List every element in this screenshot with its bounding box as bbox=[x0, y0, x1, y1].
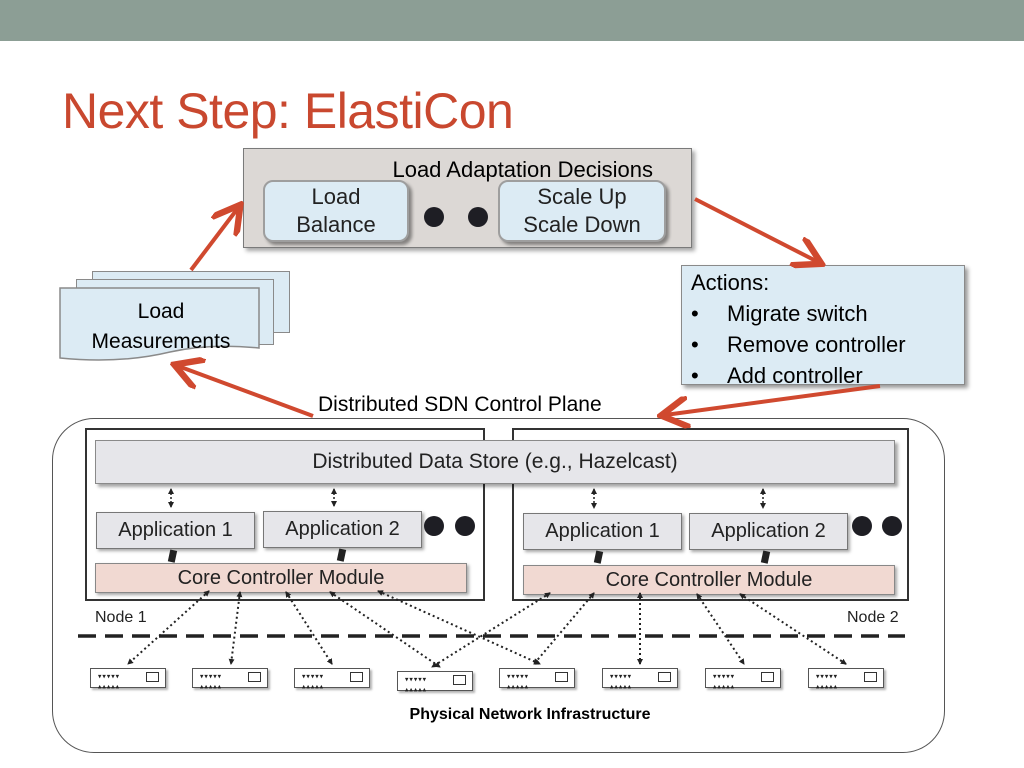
network-switch: ▾▾▾▾▾▴▴▴▴▴ bbox=[397, 671, 473, 695]
controller-switch-link bbox=[739, 593, 847, 665]
ellipsis-dot bbox=[468, 207, 488, 227]
switch-envelope-icon bbox=[350, 672, 363, 682]
switch-ports-icon: ▾▾▾▾▾▴▴▴▴▴ bbox=[404, 675, 427, 695]
controller-switch-link bbox=[377, 590, 541, 665]
switch-ports-icon: ▾▾▾▾▾▴▴▴▴▴ bbox=[712, 672, 735, 692]
controller-switch-link bbox=[228, 591, 243, 665]
switch-envelope-icon bbox=[248, 672, 261, 682]
app-core-connector bbox=[336, 548, 347, 562]
actions-header: Actions: bbox=[691, 270, 770, 295]
node2-core-controller-module: Core Controller Module bbox=[523, 565, 895, 595]
network-switch: ▾▾▾▾▾▴▴▴▴▴ bbox=[192, 668, 268, 692]
controller-switch-link bbox=[329, 591, 441, 668]
bullet: • bbox=[691, 363, 699, 388]
switch-envelope-icon bbox=[146, 672, 159, 682]
ellipsis-dot bbox=[424, 516, 444, 536]
controller-switch-link bbox=[696, 593, 745, 665]
measurements-line2: Measurements bbox=[91, 330, 231, 353]
action-item: • Remove controller bbox=[691, 329, 964, 360]
network-switch: ▾▾▾▾▾▴▴▴▴▴ bbox=[294, 668, 370, 692]
switch-envelope-icon bbox=[864, 672, 877, 682]
switch-envelope-icon bbox=[761, 672, 774, 682]
node-2-label: Node 2 bbox=[847, 609, 899, 626]
ellipsis-dot bbox=[424, 207, 444, 227]
controller-switch-link bbox=[127, 590, 210, 665]
network-switch: ▾▾▾▾▾▴▴▴▴▴ bbox=[499, 668, 575, 692]
controller-switch-link bbox=[431, 592, 551, 668]
scale-up-label: Scale Up bbox=[537, 184, 627, 209]
ellipsis-dot bbox=[455, 516, 475, 536]
action-remove-controller: Remove controller bbox=[727, 332, 906, 357]
switch-ports-icon: ▾▾▾▾▾▴▴▴▴▴ bbox=[506, 672, 529, 692]
switch-envelope-icon bbox=[658, 672, 671, 682]
load-balance-box: Load Balance bbox=[263, 180, 409, 242]
arrow-plane-to-measurements bbox=[178, 366, 314, 418]
controller-switch-link bbox=[533, 592, 595, 665]
decisions-title: Load Adaptation Decisions bbox=[392, 157, 653, 182]
scale-box: Scale Up Scale Down bbox=[498, 180, 666, 242]
physical-network-infrastructure-label: Physical Network Infrastructure bbox=[409, 706, 651, 723]
arrow-measurements-to-decisions bbox=[189, 208, 238, 272]
network-switch: ▾▾▾▾▾▴▴▴▴▴ bbox=[90, 668, 166, 692]
network-switch: ▾▾▾▾▾▴▴▴▴▴ bbox=[602, 668, 678, 692]
ellipsis-dot bbox=[852, 516, 872, 536]
network-switch: ▾▾▾▾▾▴▴▴▴▴ bbox=[705, 668, 781, 692]
action-item: • Migrate switch bbox=[691, 298, 964, 329]
node1-application-2: Application 2 bbox=[263, 511, 422, 548]
actions-box: Actions: • Migrate switch • Remove control… bbox=[681, 265, 965, 388]
bullet: • bbox=[691, 301, 699, 326]
switch-ports-icon: ▾▾▾▾▾▴▴▴▴▴ bbox=[609, 672, 632, 692]
distributed-data-store: Distributed Data Store (e.g., Hazelcast) bbox=[95, 440, 895, 484]
switch-envelope-icon bbox=[453, 675, 466, 685]
slide-title: Next Step: ElastiCon bbox=[62, 83, 514, 139]
arrow-actions-to-plane bbox=[665, 384, 881, 415]
app-core-connector bbox=[593, 550, 604, 564]
app-core-connector bbox=[167, 549, 178, 563]
node2-application-1: Application 1 bbox=[523, 513, 682, 550]
ellipsis-dot bbox=[882, 516, 902, 536]
switch-ports-icon: ▾▾▾▾▾▴▴▴▴▴ bbox=[815, 672, 838, 692]
action-migrate-switch: Migrate switch bbox=[727, 301, 868, 326]
network-switch: ▾▾▾▾▾▴▴▴▴▴ bbox=[808, 668, 884, 692]
action-add-controller: Add controller bbox=[727, 363, 863, 388]
load-measurements-label: Load Measurements bbox=[62, 297, 260, 357]
bullet: • bbox=[691, 332, 699, 357]
node1-application-1: Application 1 bbox=[96, 512, 255, 549]
node2-application-2: Application 2 bbox=[689, 513, 848, 550]
switch-envelope-icon bbox=[555, 672, 568, 682]
node1-core-controller-module: Core Controller Module bbox=[95, 563, 467, 593]
app-core-connector bbox=[760, 550, 771, 564]
controller-switch-link bbox=[285, 591, 333, 665]
control-plane-label: Distributed SDN Control Plane bbox=[318, 393, 602, 416]
switch-ports-icon: ▾▾▾▾▾▴▴▴▴▴ bbox=[97, 672, 120, 692]
top-bar bbox=[0, 0, 1024, 41]
arrow-decisions-to-actions bbox=[694, 197, 818, 262]
switch-ports-icon: ▾▾▾▾▾▴▴▴▴▴ bbox=[199, 672, 222, 692]
load-balance-line1: Load bbox=[311, 184, 361, 209]
action-item: • Add controller bbox=[691, 360, 964, 391]
switch-ports-icon: ▾▾▾▾▾▴▴▴▴▴ bbox=[301, 672, 324, 692]
measurements-line1: Load bbox=[137, 300, 185, 323]
load-balance-line2: Balance bbox=[296, 212, 376, 237]
scale-down-label: Scale Down bbox=[523, 212, 641, 237]
